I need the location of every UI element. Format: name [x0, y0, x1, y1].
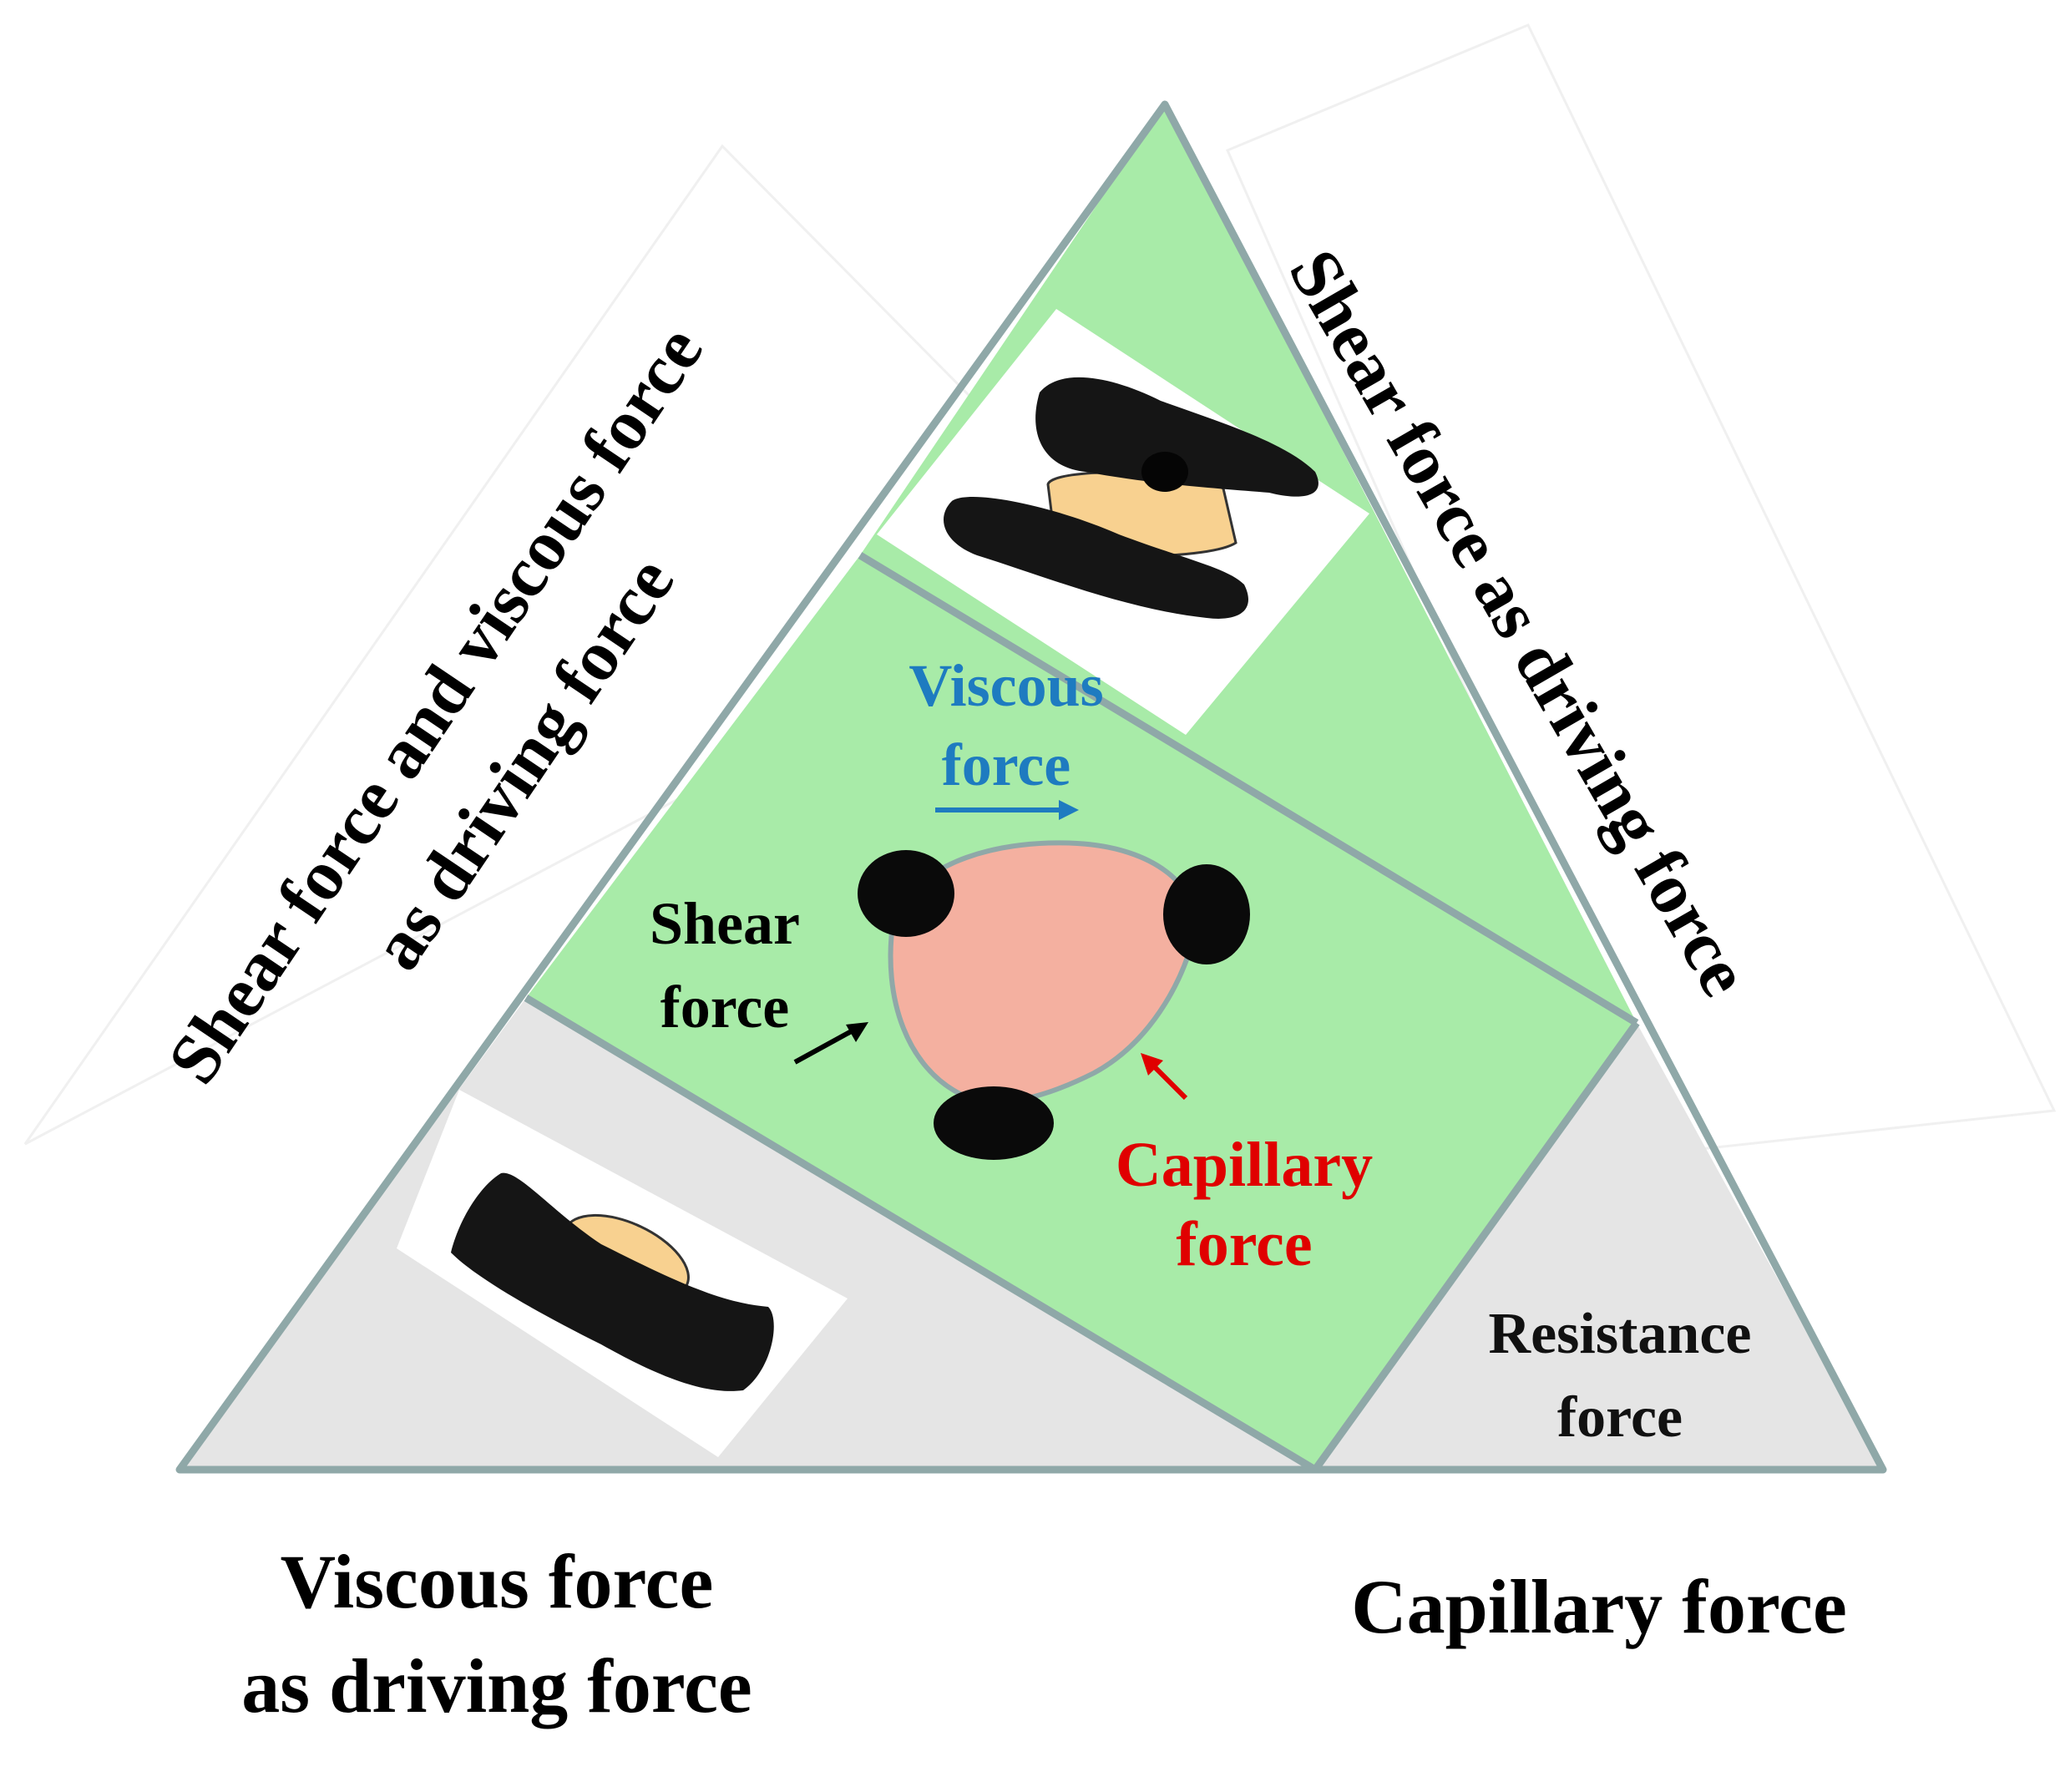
viscous-arrow	[935, 800, 1079, 820]
resistance-force-label-2: force	[1557, 1385, 1683, 1450]
triangle-outline	[175, 100, 1887, 1474]
resistance-force-label-1: Resistance	[1489, 1302, 1752, 1366]
bottom-left-label-1: Viscous force	[281, 1539, 714, 1624]
shear-arrow	[793, 1022, 868, 1065]
viscous-force-label-2: force	[942, 731, 1071, 798]
capillary-force-label-2: force	[1176, 1209, 1312, 1279]
viscous-force-label-1: Viscous	[908, 652, 1103, 719]
bottom-left-label-2: as driving force	[241, 1643, 752, 1729]
grey-region-bottom-right	[1315, 1023, 1883, 1470]
particle-left	[858, 850, 954, 937]
bottom-right-label: Capillary force	[1351, 1564, 1847, 1649]
shear-force-label-1: Shear	[650, 890, 800, 957]
ghost-outline-left	[23, 144, 1134, 1146]
shear-force-label-2: force	[660, 974, 790, 1040]
capillary-force-label-1: Capillary	[1116, 1130, 1373, 1200]
droplet-inset	[397, 1090, 848, 1457]
particle-right	[1163, 864, 1250, 964]
capillary-arrow	[1141, 1053, 1188, 1101]
particle-bottom	[934, 1086, 1054, 1160]
liquid-bridge-inset	[877, 309, 1369, 735]
central-droplet	[858, 840, 1250, 1160]
